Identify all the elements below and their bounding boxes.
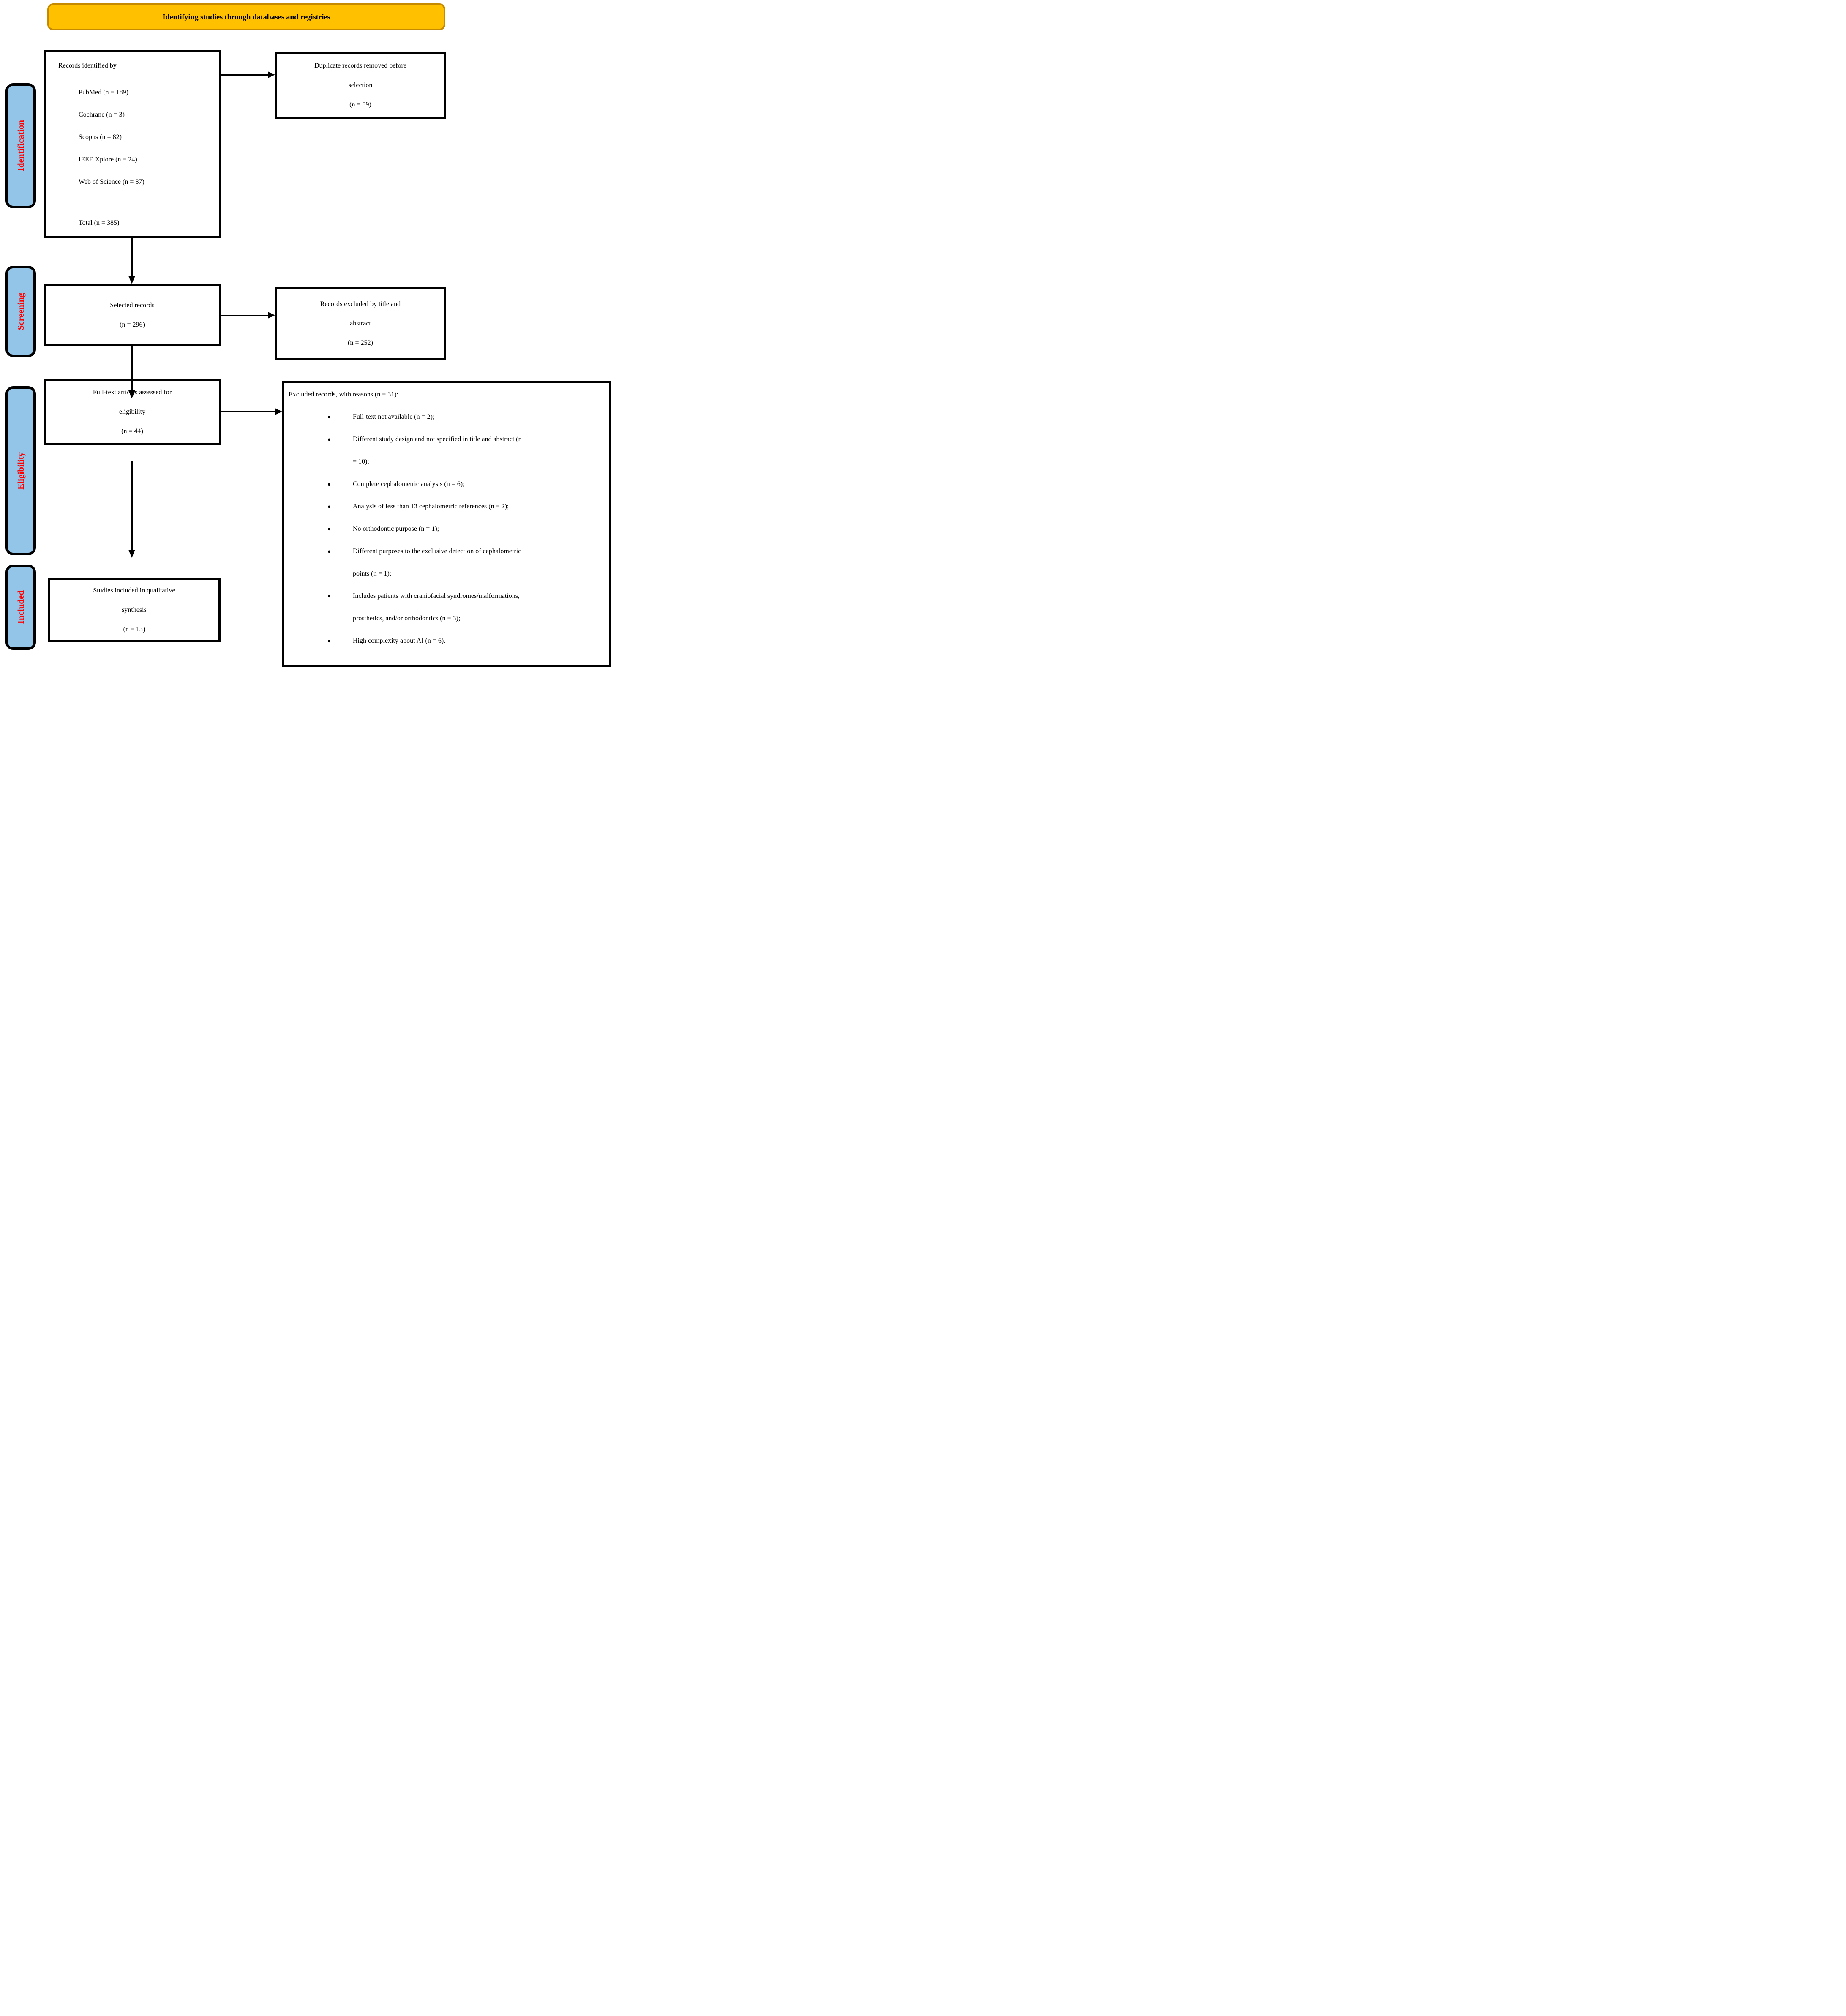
reason-different-design-line-2: = 10); <box>353 458 369 465</box>
stage-label-eligibility-text: Eligibility <box>15 452 26 490</box>
arrow-identified-to-duplicates <box>221 71 275 79</box>
box-studies-included: Studies included in qualitative synthesi… <box>48 578 221 642</box>
arrow-shaft <box>131 461 133 550</box>
records-identified-intro: Records identified by <box>58 62 117 69</box>
arrow-selected-to-excluded <box>221 312 275 319</box>
fulltext-line-2: eligibility <box>119 408 146 415</box>
included-line-1: Studies included in qualitative <box>93 587 175 594</box>
box-records-identified: Records identified by PubMed (n = 189) C… <box>44 50 221 238</box>
source-pubmed: PubMed (n = 189) <box>79 88 128 96</box>
arrow-right-head-icon <box>275 408 282 415</box>
arrow-shaft <box>221 411 275 412</box>
box-duplicates-removed: Duplicate records removed before selecti… <box>275 52 446 119</box>
arrow-down-head-icon <box>128 390 135 398</box>
fulltext-line-3: (n = 44) <box>121 428 143 435</box>
excluded-reasons-header: Excluded records, with reasons (n = 31): <box>289 391 399 398</box>
arrow-shaft <box>221 315 268 316</box>
reason-fulltext-unavailable: Full-text not available (n = 2); <box>289 406 603 428</box>
title-banner: Identifying studies through databases an… <box>47 3 445 30</box>
source-ieee-xplore: IEEE Xplore (n = 24) <box>79 155 137 163</box>
duplicates-line-3: (n = 89) <box>349 101 371 108</box>
included-line-3: (n = 13) <box>123 625 145 633</box>
stage-label-included: Included <box>5 565 36 650</box>
included-line-2: synthesis <box>122 606 147 614</box>
box-excluded-with-reasons: Excluded records, with reasons (n = 31):… <box>282 381 611 667</box>
records-identified-sources: PubMed (n = 189) Cochrane (n = 3) Scopus… <box>79 81 219 193</box>
arrow-right-head-icon <box>268 71 275 78</box>
excluded-ta-line-3: (n = 252) <box>348 339 373 346</box>
arrow-shaft <box>131 346 133 391</box>
source-cochrane: Cochrane (n = 3) <box>79 111 125 118</box>
arrow-fulltext-to-included <box>128 461 136 558</box>
reason-complete-analysis: Complete cephalometric analysis (n = 6); <box>289 473 603 495</box>
box-excluded-title-abstract: Records excluded by title and abstract (… <box>275 287 446 360</box>
duplicates-line-2: selection <box>348 82 373 89</box>
arrow-right-head-icon <box>268 312 275 319</box>
box-selected-records: Selected records (n = 296) <box>44 284 221 346</box>
reason-different-design-line-1: Different study design and not specified… <box>289 428 603 450</box>
reason-different-purposes-line-1: Different purposes to the exclusive dete… <box>289 540 603 562</box>
arrow-selected-to-fulltext <box>128 346 136 398</box>
reason-craniofacial-syndromes-line-1: Includes patients with craniofacial synd… <box>289 585 603 607</box>
prisma-flow-diagram: Identifying studies through databases an… <box>0 0 615 672</box>
selected-line-2: (n = 296) <box>120 321 145 328</box>
stage-label-screening-text: Screening <box>15 292 26 330</box>
reason-high-complexity-ai: High complexity about AI (n = 6). <box>289 630 603 652</box>
records-identified-total: Total (n = 385) <box>79 219 120 226</box>
reason-craniofacial-syndromes-line-2: prosthetics, and/or orthodontics (n = 3)… <box>353 615 461 622</box>
selected-line-1: Selected records <box>110 302 155 309</box>
arrow-identified-to-selected <box>128 238 136 284</box>
reason-no-orthodontic-purpose: No orthodontic purpose (n = 1); <box>289 518 603 540</box>
stage-label-included-text: Included <box>15 590 26 624</box>
source-scopus: Scopus (n = 82) <box>79 133 122 141</box>
excluded-ta-line-1: Records excluded by title and <box>320 300 401 308</box>
reason-less-than-13-references: Analysis of less than 13 cephalometric r… <box>289 495 603 518</box>
source-web-of-science: Web of Science (n = 87) <box>79 178 145 186</box>
reason-different-purposes-line-2: points (n = 1); <box>353 570 392 577</box>
arrow-fulltext-to-reasons <box>221 408 282 415</box>
arrow-shaft <box>131 238 133 276</box>
title-banner-text: Identifying studies through databases an… <box>162 12 330 21</box>
stage-label-identification: Identification <box>5 83 36 208</box>
excluded-ta-line-2: abstract <box>350 320 371 327</box>
duplicates-line-1: Duplicate records removed before <box>314 62 407 69</box>
stage-label-identification-text: Identification <box>15 120 26 172</box>
arrow-down-head-icon <box>128 276 135 284</box>
stage-label-eligibility: Eligibility <box>5 386 36 555</box>
arrow-down-head-icon <box>128 550 135 558</box>
arrow-shaft <box>221 74 268 76</box>
stage-label-screening: Screening <box>5 266 36 357</box>
